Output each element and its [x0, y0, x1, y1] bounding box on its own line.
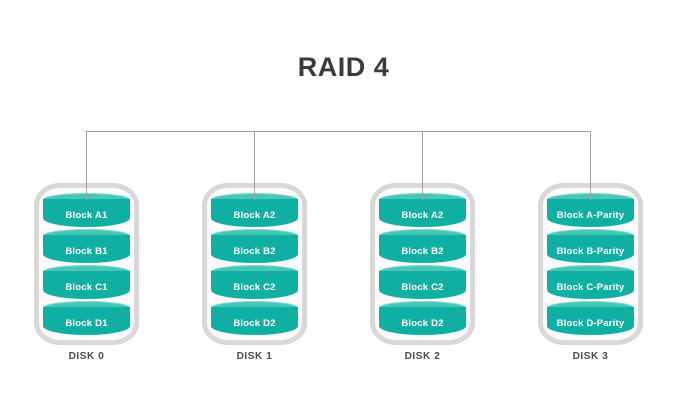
storage-block: Block A1	[43, 193, 130, 227]
disk-case: Block A1 Block B1 Block C1 Block D1	[34, 183, 139, 345]
disk-label-2: DISK 2	[404, 351, 441, 362]
disk-cylinder-3: Block A-Parity Block B-Parity Block C-Pa…	[538, 183, 643, 345]
storage-block: Block A2	[211, 193, 298, 227]
block-label: Block A2	[401, 210, 444, 221]
block-label: Block C1	[65, 282, 108, 293]
block-label: Block D2	[401, 318, 444, 329]
storage-block: Block D1	[43, 301, 130, 335]
block-label: Block D-Parity	[556, 318, 625, 329]
disk-case: Block A2 Block B2 Block C2 Block D2	[202, 183, 307, 345]
storage-block: Block B1	[43, 229, 130, 263]
storage-block: Block C-Parity	[547, 265, 634, 299]
cylinder-body	[43, 307, 130, 335]
storage-block: Block C2	[211, 265, 298, 299]
storage-block: Block D-Parity	[547, 301, 634, 335]
connector-bus-line	[86, 131, 591, 132]
cylinder-body	[43, 235, 130, 263]
disk-case: Block A-Parity Block B-Parity Block C-Pa…	[538, 183, 643, 345]
connector-drop-line-disk3	[590, 131, 591, 200]
cylinder-body	[379, 271, 466, 299]
cylinder-body	[547, 271, 634, 299]
block-label: Block D2	[233, 318, 276, 329]
block-label: Block C2	[233, 282, 276, 293]
cylinder-body	[379, 235, 466, 263]
storage-block: Block A-Parity	[547, 193, 634, 227]
storage-block: Block B2	[211, 229, 298, 263]
block-label: Block A-Parity	[556, 210, 625, 221]
connector-drop-line-disk0	[86, 131, 87, 200]
disk-cylinder-0: Block A1 Block B1 Block C1 Block D1	[34, 183, 139, 345]
storage-block: Block A2	[379, 193, 466, 227]
storage-block: Block D2	[211, 301, 298, 335]
disk-label-0: DISK 0	[68, 351, 105, 362]
block-label: Block B2	[401, 246, 444, 257]
block-label: Block A2	[233, 210, 276, 221]
block-label: Block A1	[65, 210, 108, 221]
cylinder-body	[211, 199, 298, 227]
block-label: Block B2	[233, 246, 276, 257]
disk-label-1: DISK 1	[236, 351, 273, 362]
storage-block: Block D2	[379, 301, 466, 335]
cylinder-body	[211, 307, 298, 335]
storage-block: Block B-Parity	[547, 229, 634, 263]
disk-cylinder-1: Block A2 Block B2 Block C2 Block D2	[202, 183, 307, 345]
storage-block: Block B2	[379, 229, 466, 263]
block-label: Block D1	[65, 318, 108, 329]
connector-drop-line-disk1	[254, 131, 255, 200]
cylinder-body	[379, 307, 466, 335]
storage-block: Block C1	[43, 265, 130, 299]
cylinder-body	[211, 271, 298, 299]
cylinder-body	[547, 199, 634, 227]
block-label: Block C2	[401, 282, 444, 293]
cylinder-body	[547, 235, 634, 263]
disk-case: Block A2 Block B2 Block C2 Block D2	[370, 183, 475, 345]
cylinder-body	[379, 199, 466, 227]
block-label: Block B-Parity	[556, 246, 625, 257]
cylinder-body	[547, 307, 634, 335]
cylinder-body	[43, 199, 130, 227]
block-label: Block C-Parity	[556, 282, 625, 293]
diagram-title: RAID 4	[297, 52, 390, 82]
disk-cylinder-2: Block A2 Block B2 Block C2 Block D2	[370, 183, 475, 345]
storage-block: Block C2	[379, 265, 466, 299]
connector-drop-line-disk2	[422, 131, 423, 200]
disk-label-3: DISK 3	[572, 351, 609, 362]
cylinder-body	[43, 271, 130, 299]
cylinder-body	[211, 235, 298, 263]
block-label: Block B1	[65, 246, 108, 257]
